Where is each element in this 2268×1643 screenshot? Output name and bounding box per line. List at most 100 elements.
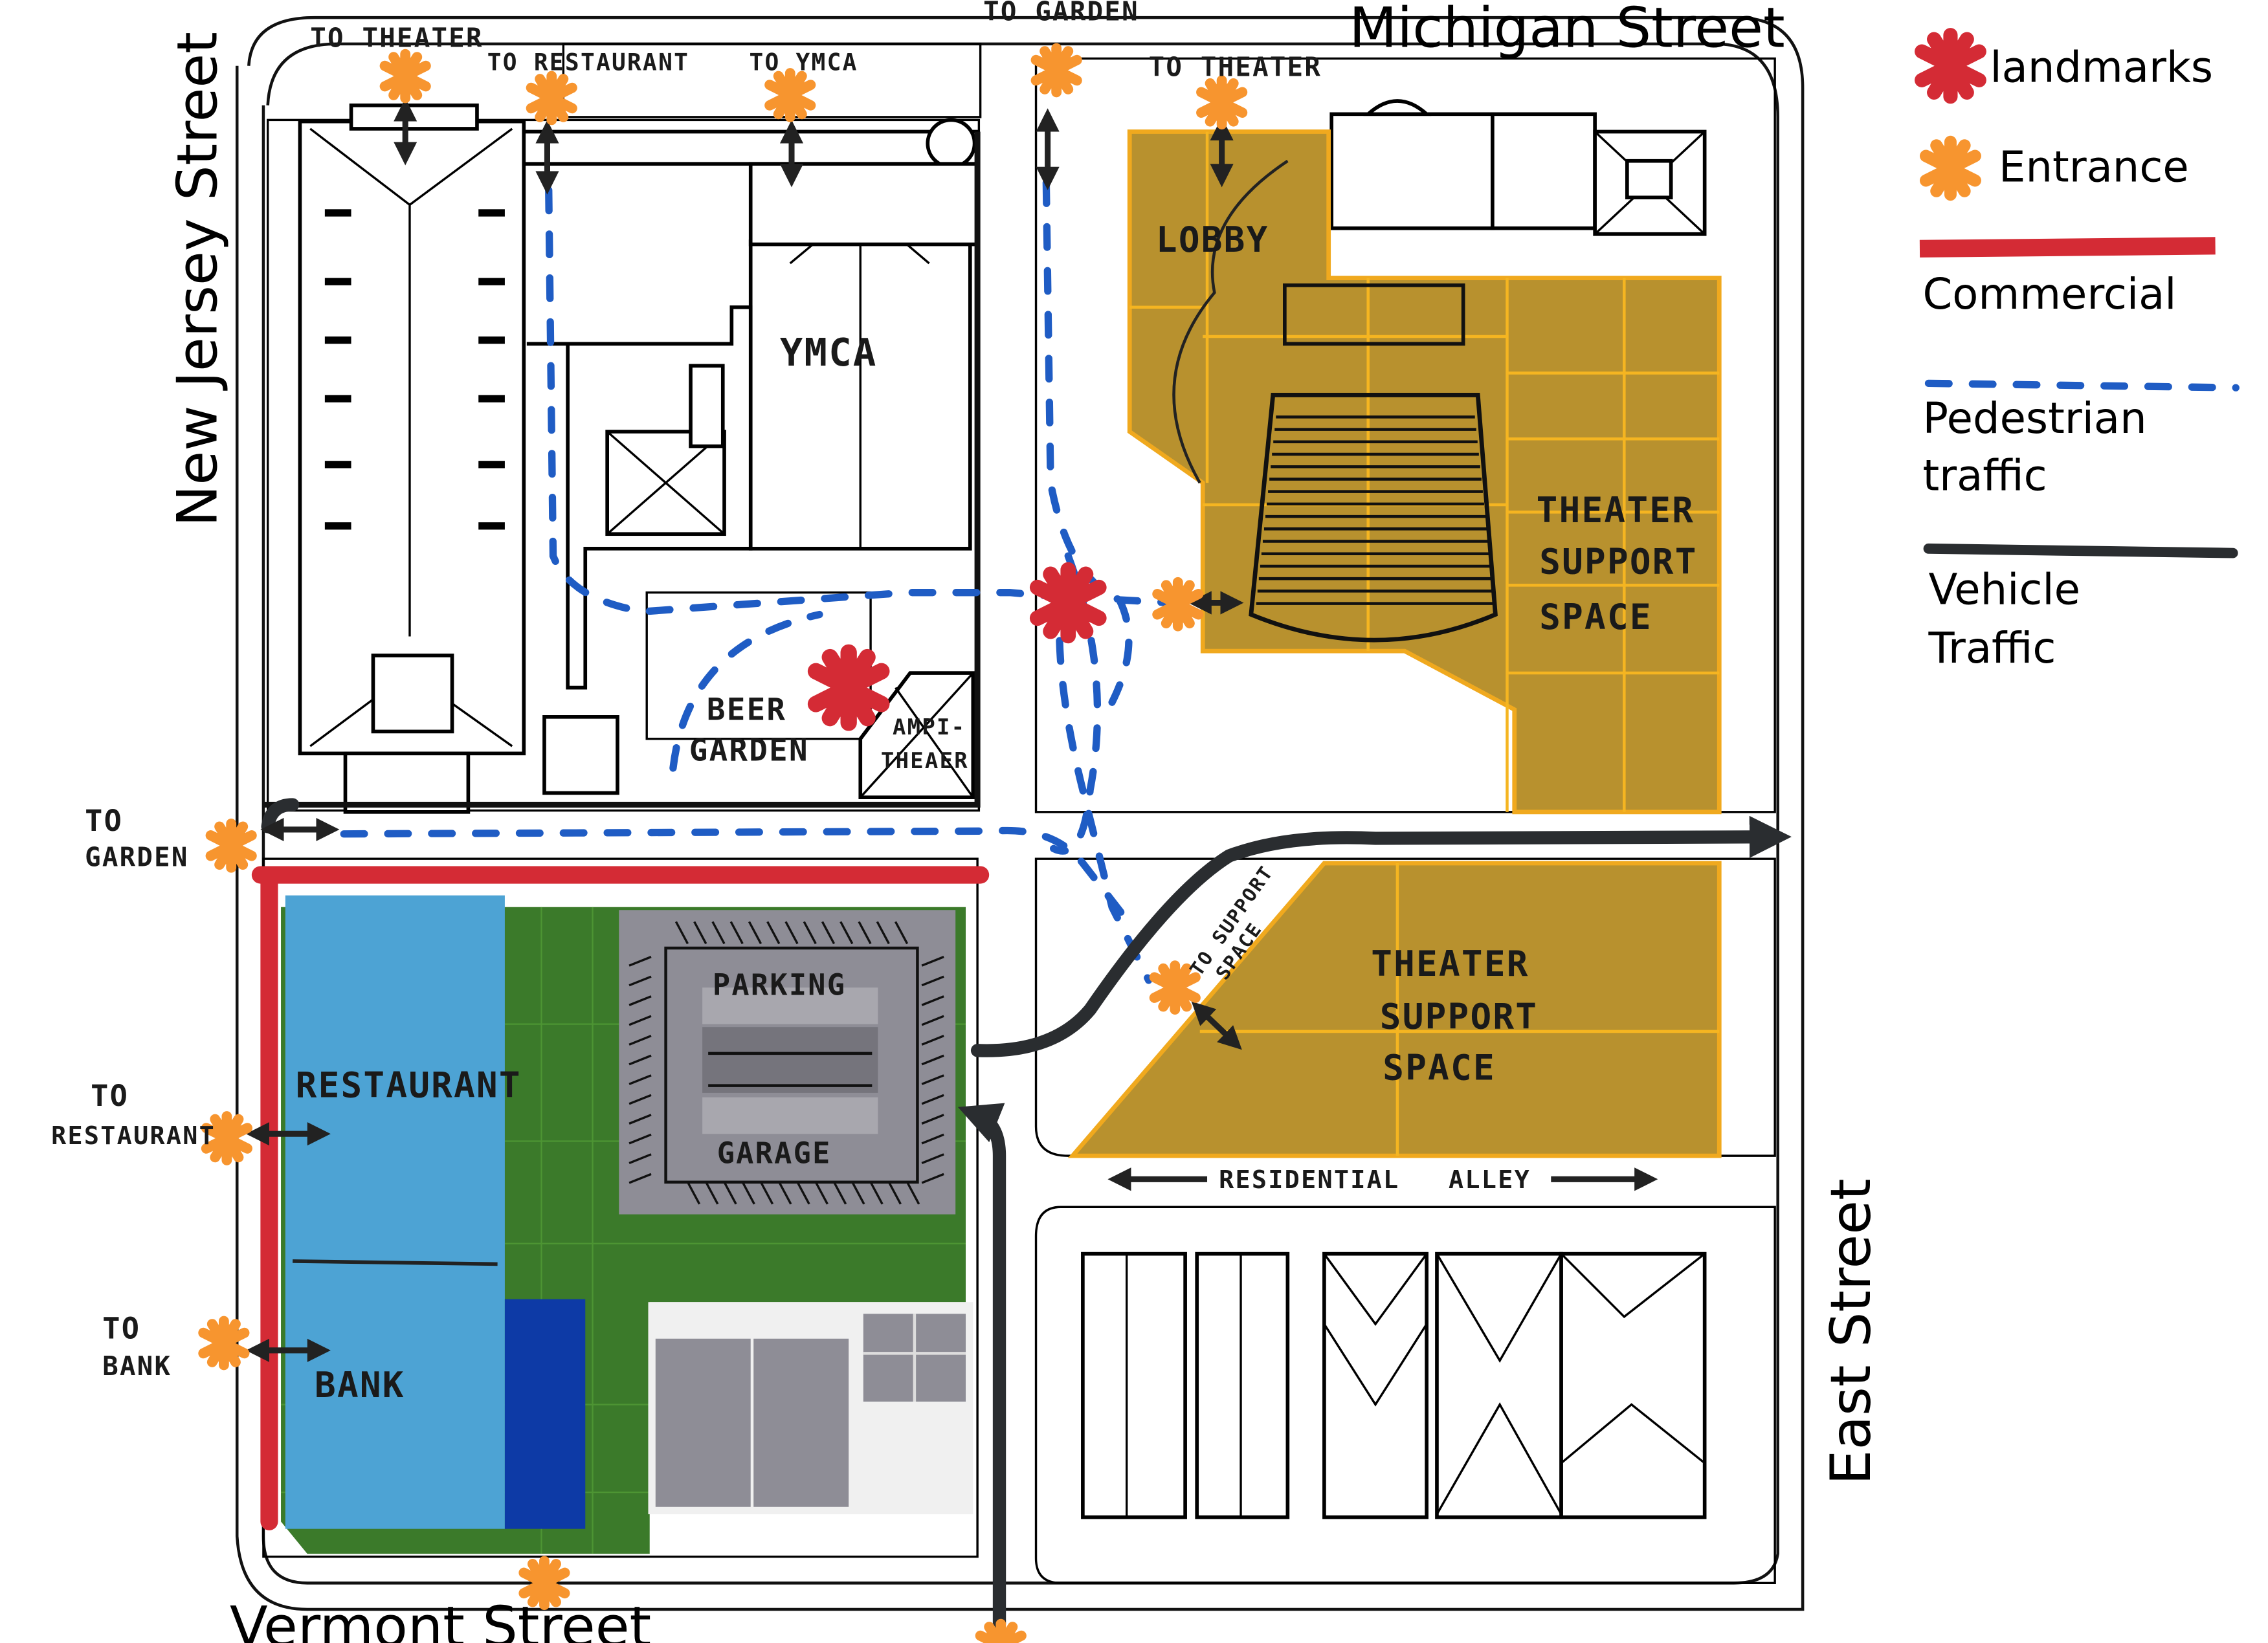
legend-item-landmarks: landmarks (1922, 35, 2213, 96)
parking-stall-line (851, 1182, 865, 1205)
parking-stall-line (814, 1182, 828, 1205)
church-building (298, 103, 526, 814)
parking-stall-line (839, 921, 854, 945)
parking-stall-line (921, 956, 944, 967)
parking-stall-line (628, 1054, 652, 1066)
parking-stall-line (766, 921, 781, 945)
commercial-line-swatch (1919, 237, 2216, 258)
parking-stall-line (778, 1182, 792, 1205)
legend-item-entrance: Entrance (1926, 142, 2189, 194)
street-east: East Street (1819, 1178, 1884, 1485)
parking-stall-line (760, 1182, 774, 1205)
parking-stall-line (921, 1094, 944, 1105)
parking-stall-line (723, 1182, 737, 1205)
label-to-bank-left-1: TO (102, 1312, 140, 1346)
parking-stall-line (921, 1153, 944, 1164)
parking-stall-line (729, 921, 744, 945)
southwest-block (251, 857, 990, 1558)
legend-item-pedestrian: Pedestrian traffic (1922, 379, 2240, 500)
entrance-icon (981, 1624, 1021, 1643)
parking-stall-line (674, 921, 689, 945)
label-theater-support-2c: SPACE (1383, 1048, 1496, 1088)
street-michigan: Michigan Street (1349, 0, 1784, 60)
entrance-icon (770, 73, 810, 117)
legend-label: Pedestrian (1922, 394, 2146, 443)
label-parking: PARKING (713, 967, 846, 1002)
commercial-frontage (251, 866, 990, 1530)
restaurant-bank-footprint (285, 895, 505, 1529)
theater-grid (1129, 131, 1720, 812)
vehicle-line-swatch (1923, 543, 2238, 558)
label-to-theater-nw: TO THEATER (310, 22, 484, 53)
entrance-icon (531, 76, 572, 120)
label-garage: GARAGE (717, 1136, 832, 1170)
label-ymca: YMCA (780, 330, 878, 375)
parking-stall-line (895, 921, 909, 945)
label-theater-support-2b: SUPPORT (1380, 996, 1538, 1037)
parking-stall-line (906, 1182, 920, 1205)
parking-stall-line (887, 1182, 902, 1205)
parking-stall-line (628, 956, 652, 967)
entrance-icon (1926, 142, 1975, 194)
landmark-icon (1038, 570, 1099, 636)
parking-stall-line (858, 921, 872, 945)
parking-stall-line (921, 1133, 944, 1145)
legend-label: Commercial (1922, 270, 2176, 319)
parking-stall-line (693, 921, 707, 945)
parking-stall-line (921, 1074, 944, 1085)
entrance-icon (1155, 965, 1195, 1009)
label-to-theater-ne: TO THEATER (1149, 52, 1322, 83)
parking-stall-line (628, 1035, 652, 1046)
parking-stall-line (796, 1182, 810, 1205)
legend-label: landmarks (1990, 43, 2213, 93)
label-theater-support-1a: THEATER (1537, 490, 1695, 531)
auditorium-seating (1249, 283, 1498, 643)
label-theater-support-2a: THEATER (1371, 943, 1529, 984)
northeast-block (1034, 57, 1776, 815)
street-names: Michigan Street New Jersey Street Vermon… (166, 0, 1884, 1643)
parking-stall-line (628, 1133, 652, 1145)
parking-stall-line (711, 921, 726, 945)
parking-stall-line (784, 921, 799, 945)
theater-footprint (1127, 129, 1722, 815)
street-new-jersey: New Jersey Street (166, 32, 230, 527)
parking-stall-line (628, 1015, 652, 1026)
label-to-bank-left-2: BANK (102, 1351, 172, 1382)
legend-label: Entrance (1999, 142, 2189, 192)
legend-label: Vehicle (1929, 566, 2080, 615)
parking-stall-line (921, 1035, 944, 1046)
label-lobby: LOBBY (1156, 219, 1269, 260)
label-garden: GARDEN (689, 733, 809, 769)
label-to-restaurant-top: TO RESTAURANT (487, 49, 689, 76)
legend-label: Traffic (1928, 624, 2056, 673)
grey-building (648, 1302, 973, 1515)
entrance-icon (385, 54, 426, 98)
parking-stall-line (628, 1114, 652, 1125)
parking-stall-line (921, 975, 944, 987)
parking-stall-line (628, 1153, 652, 1164)
label-to-garden-top: TO GARDEN (983, 0, 1139, 27)
entrance-icon (1201, 80, 1242, 124)
label-bank: BANK (315, 1365, 405, 1406)
parking-stall-line (803, 921, 817, 945)
road-outlines (235, 16, 1805, 1611)
label-amphi-2: THEAER (881, 748, 969, 773)
bank-annex (504, 1299, 586, 1529)
parking-stall-line (921, 1114, 944, 1125)
landmark-icon (1922, 35, 1979, 96)
label-to-garden-left-2: GARDEN (85, 841, 189, 872)
label-restaurant: RESTAURANT (296, 1065, 522, 1106)
residential-houses (1081, 1252, 1707, 1519)
parking-stall-line (628, 975, 652, 987)
parking-stall-line (869, 1182, 884, 1205)
parking-stall-line (921, 1173, 944, 1184)
legend-item-commercial: Commercial (1919, 237, 2216, 319)
parking-stall-line (628, 1074, 652, 1085)
label-amphi-1: AMPI- (893, 714, 966, 740)
legend-item-vehicle: Vehicle Traffic (1923, 543, 2238, 673)
label-theater-support-1b: SUPPORT (1539, 541, 1697, 582)
entrance-arrows (245, 98, 1244, 1362)
parking-stall-line (628, 1094, 652, 1105)
legend: landmarks Entrance Commercial Pedestrian… (1919, 35, 2240, 673)
